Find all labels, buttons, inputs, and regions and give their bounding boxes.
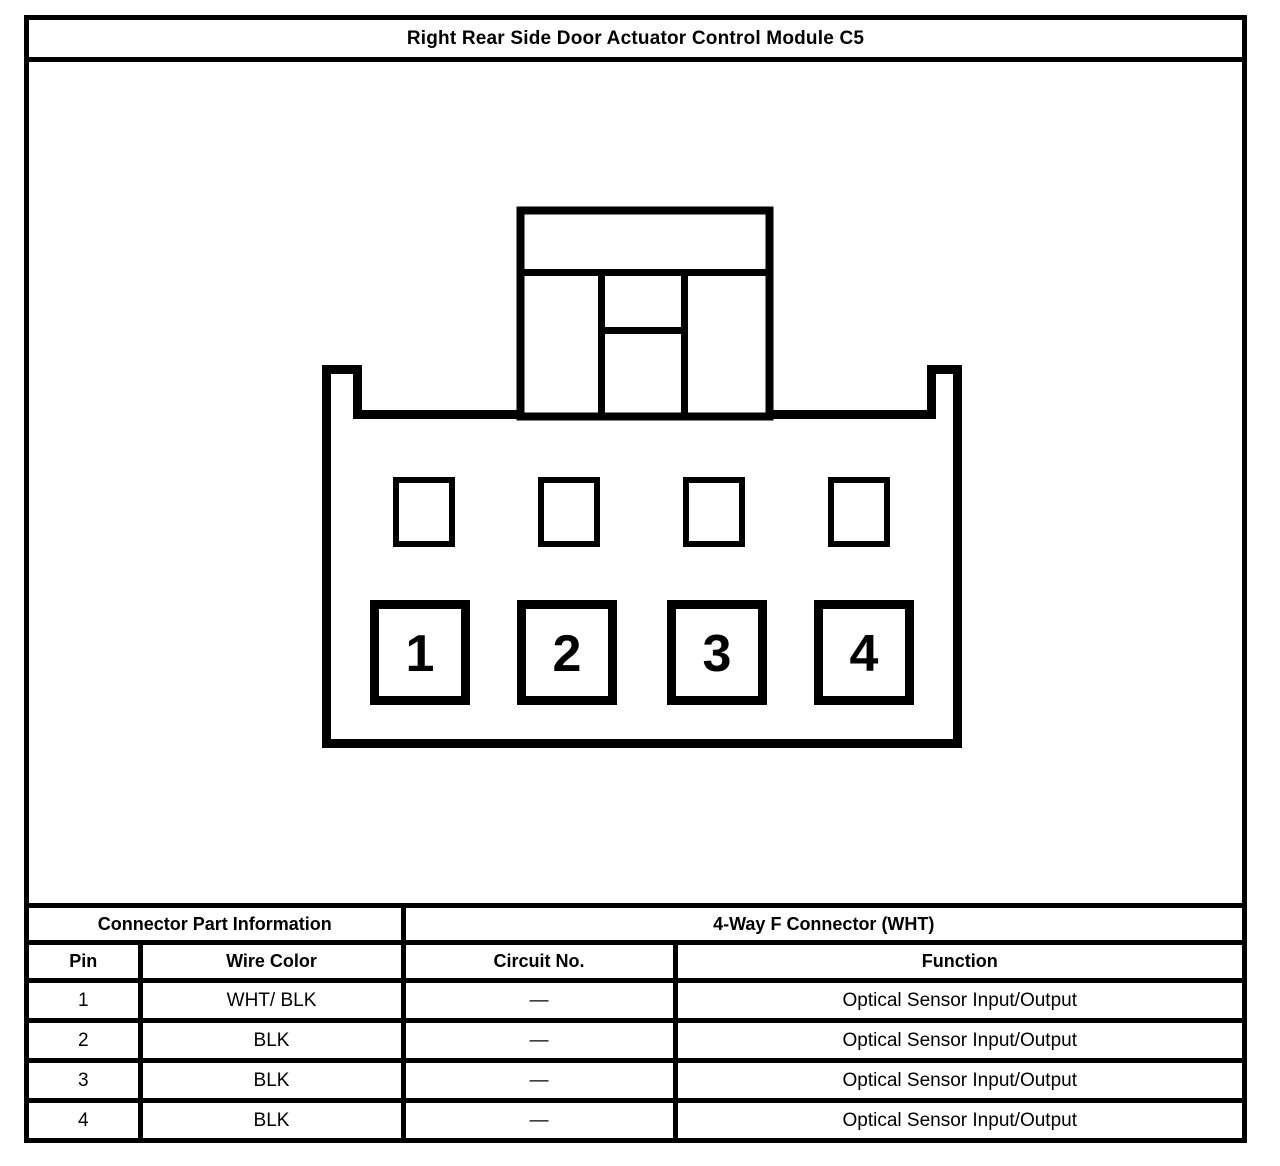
cell-pin: 3 <box>29 1058 143 1103</box>
part-info-label-cell: Connector Part Information <box>29 903 406 945</box>
cell-function: Optical Sensor Input/Output <box>672 1058 1242 1103</box>
header-cell-function: Function <box>672 940 1242 983</box>
table-row-pin-1: 1 WHT/ BLK — Optical Sensor Input/Output <box>29 978 1242 1023</box>
cell-circuit-no: — <box>400 1018 678 1063</box>
cell-function: Optical Sensor Input/Output <box>672 978 1242 1023</box>
table-row-pin-4: 4 BLK — Optical Sensor Input/Output <box>29 1098 1242 1138</box>
table-row-part-info: Connector Part Information 4-Way F Conne… <box>29 903 1242 945</box>
table-header-row: Pin Wire Color Circuit No. Function <box>29 940 1242 983</box>
cell-wire-color: WHT/ BLK <box>137 978 406 1023</box>
table-row-pin-3: 3 BLK — Optical Sensor Input/Output <box>29 1058 1242 1103</box>
cell-wire-color: BLK <box>137 1018 406 1063</box>
cell-function: Optical Sensor Input/Output <box>672 1018 1242 1063</box>
cell-circuit-no: — <box>400 1098 678 1138</box>
header-cell-wire-color: Wire Color <box>137 940 406 983</box>
header-cell-pin: Pin <box>29 940 143 983</box>
cell-circuit-no: — <box>400 978 678 1023</box>
cell-pin: 4 <box>29 1098 143 1138</box>
table-row-pin-2: 2 BLK — Optical Sensor Input/Output <box>29 1018 1242 1063</box>
document-page: Right Rear Side Door Actuator Control Mo… <box>24 15 1247 1143</box>
connector-pinout-table: Connector Part Information 4-Way F Conne… <box>29 903 1242 1138</box>
connector-type-cell: 4-Way F Connector (WHT) <box>400 903 1242 945</box>
cell-wire-color: BLK <box>137 1098 406 1138</box>
cell-circuit-no: — <box>400 1058 678 1103</box>
header-cell-circuit-no: Circuit No. <box>400 940 678 983</box>
cell-pin: 1 <box>29 978 143 1023</box>
cell-wire-color: BLK <box>137 1058 406 1103</box>
cell-pin: 2 <box>29 1018 143 1063</box>
cell-function: Optical Sensor Input/Output <box>672 1098 1242 1138</box>
connector-table-section: Connector Part Information 4-Way F Conne… <box>29 903 1242 1138</box>
page-title: Right Rear Side Door Actuator Control Mo… <box>29 20 1242 62</box>
